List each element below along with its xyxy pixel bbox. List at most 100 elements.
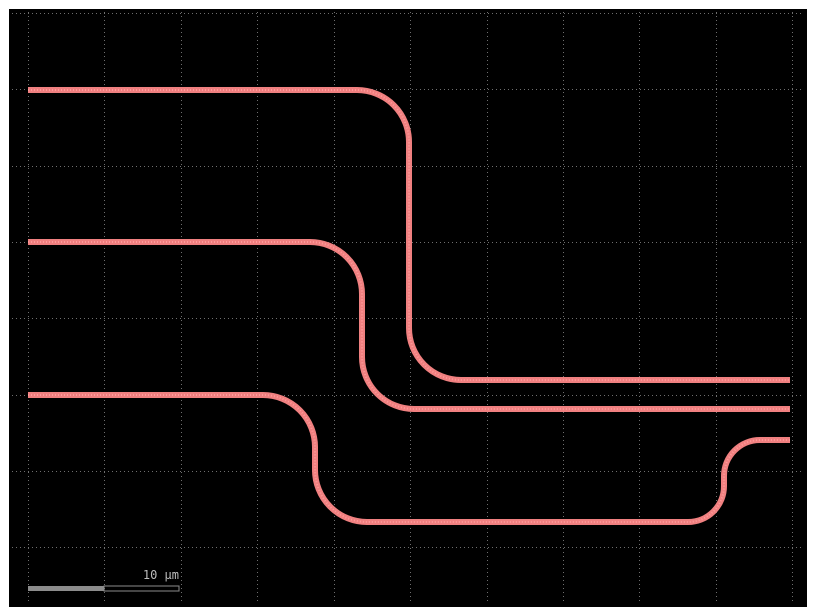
grid-dot (487, 560, 488, 561)
grid-dot (639, 100, 640, 101)
grid-dot (28, 480, 29, 481)
grid-dot (592, 242, 593, 243)
grid-dot (652, 471, 653, 472)
grid-dot (796, 89, 797, 90)
grid-dot (334, 140, 335, 141)
grid-dot (664, 89, 665, 90)
grid-dot (480, 547, 481, 548)
grid-dot (410, 504, 411, 505)
grid-dot (104, 508, 105, 509)
grid-dot (487, 96, 488, 97)
grid-dot (257, 132, 258, 133)
grid-dot (172, 471, 173, 472)
grid-dot (524, 166, 525, 167)
grid-dot (104, 444, 105, 445)
grid-dot (568, 395, 569, 396)
grid-dot (204, 318, 205, 319)
grid-dot (704, 547, 705, 548)
grid-dot (716, 356, 717, 357)
grid-dot (410, 496, 411, 497)
grid-dot (639, 548, 640, 549)
grid-dot (404, 242, 405, 243)
grid-dot (181, 60, 182, 61)
grid-dot (716, 36, 717, 37)
grid-dot (516, 89, 517, 90)
grid-dot (228, 471, 229, 472)
grid-dot (563, 548, 564, 549)
grid-dot (639, 44, 640, 45)
grid-dot (780, 242, 781, 243)
grid-dot (652, 89, 653, 90)
grid-dot (792, 244, 793, 245)
grid-dot (596, 89, 597, 90)
grid-dot (380, 13, 381, 14)
grid-dot (380, 89, 381, 90)
grid-dot (28, 24, 29, 25)
grid-dot (192, 547, 193, 548)
grid-dot (732, 318, 733, 319)
grid-dot (660, 13, 661, 14)
grid-dot (716, 164, 717, 165)
grid-dot (487, 120, 488, 121)
grid-dot (257, 568, 258, 569)
grid-dot (588, 242, 589, 243)
grid-dot (356, 318, 357, 319)
grid-dot (639, 476, 640, 477)
grid-dot (84, 547, 85, 548)
grid-dot (628, 89, 629, 90)
grid-dot (64, 547, 65, 548)
grid-dot (232, 166, 233, 167)
grid-dot (132, 471, 133, 472)
grid-dot (96, 547, 97, 548)
grid-dot (208, 166, 209, 167)
grid-dot (639, 360, 640, 361)
grid-dot (192, 166, 193, 167)
grid-dot (639, 440, 640, 441)
grid-dot (28, 288, 29, 289)
grid-dot (176, 13, 177, 14)
grid-dot (563, 432, 564, 433)
grid-dot (348, 318, 349, 319)
grid-dot (334, 480, 335, 481)
grid-dot (276, 471, 277, 472)
grid-dot (692, 166, 693, 167)
grid-dot (28, 56, 29, 57)
grid-dot (487, 124, 488, 125)
grid-dot (639, 356, 640, 357)
grid-dot (204, 547, 205, 548)
grid-dot (487, 132, 488, 133)
grid-dot (792, 512, 793, 513)
grid-dot (792, 64, 793, 65)
grid-dot (257, 400, 258, 401)
grid-dot (28, 540, 29, 541)
grid-dot (334, 164, 335, 165)
grid-dot (104, 504, 105, 505)
grid-dot (639, 584, 640, 585)
grid-dot (257, 496, 258, 497)
grid-dot (580, 395, 581, 396)
grid-dot (28, 132, 29, 133)
grid-dot (400, 395, 401, 396)
grid-dot (639, 160, 640, 161)
grid-dot (200, 13, 201, 14)
grid-dot (708, 318, 709, 319)
grid-dot (408, 471, 409, 472)
grid-dot (136, 318, 137, 319)
grid-dot (716, 564, 717, 565)
grid-dot (334, 224, 335, 225)
grid-dot (639, 400, 640, 401)
grid-dot (792, 528, 793, 529)
grid-dot (334, 456, 335, 457)
grid-dot (28, 116, 29, 117)
grid-dot (28, 452, 29, 453)
grid-dot (257, 184, 258, 185)
grid-dot (644, 13, 645, 14)
grid-dot (487, 388, 488, 389)
grid-dot (410, 392, 411, 393)
grid-dot (104, 348, 105, 349)
grid-dot (684, 547, 685, 548)
grid-dot (104, 120, 105, 121)
grid-dot (616, 318, 617, 319)
grid-dot (334, 148, 335, 149)
